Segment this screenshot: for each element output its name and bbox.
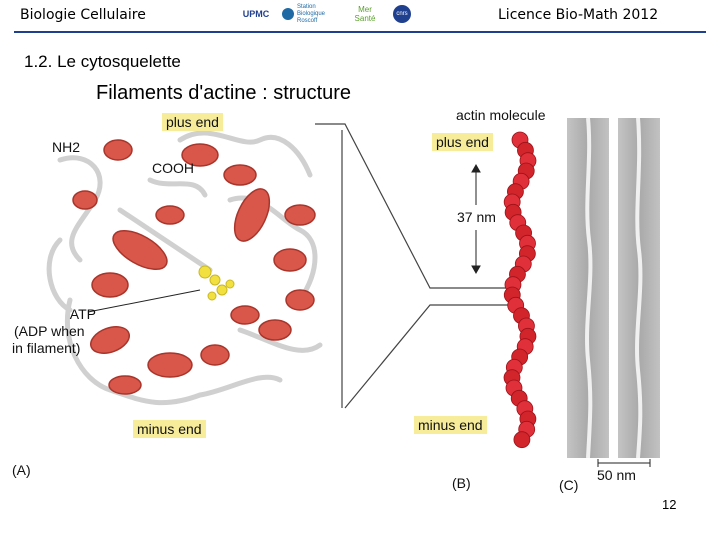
upmc-logo: UPMC <box>242 9 270 19</box>
actin-bead <box>513 431 531 449</box>
atp-label-line-1: ATP <box>69 306 96 322</box>
nh2-label: NH2 <box>52 139 81 155</box>
scale-bar <box>597 459 651 467</box>
actin-molecule-label: actin molecule <box>456 107 546 123</box>
mer-sante-logo: Mer Santé <box>354 5 376 23</box>
panel-a-plus-end-label: plus end <box>162 113 223 131</box>
scale-bar-label: 50 nm <box>597 467 636 483</box>
distance-marker <box>471 163 481 275</box>
station-biologique-logo: Station Biologique Roscoff <box>280 2 342 26</box>
distance-label: 37 nm <box>457 209 496 225</box>
cooh-label: COOH <box>152 160 194 176</box>
panel-b-plus-end-label: plus end <box>432 133 493 151</box>
slide-subtitle: Filaments d'actine : structure <box>96 82 352 104</box>
panel-a-label: (A) <box>12 462 31 478</box>
connector-lines <box>315 123 510 409</box>
atp-label-line-3: in filament) <box>12 340 81 356</box>
cnrs-logo: cnrs <box>388 2 416 26</box>
section-title: 1.2. Le cytosquelette <box>24 52 181 71</box>
panel-a-minus-end-label: minus end <box>133 420 206 438</box>
page-number: 12 <box>662 497 677 512</box>
panel-b-label: (B) <box>452 475 471 491</box>
panel-b-minus-end-label: minus end <box>414 416 487 434</box>
program-title: Licence Bio-Math 2012 <box>498 7 659 23</box>
actin-ribbon-structure <box>46 130 323 406</box>
header-rule <box>14 31 706 33</box>
actin-filament-model <box>503 131 537 449</box>
atp-label-line-2: (ADP when <box>14 323 85 339</box>
panel-c-label: (C) <box>559 477 579 493</box>
atp-molecule <box>198 265 235 301</box>
em-micrograph-left <box>567 117 609 459</box>
atp-label: ATP <box>38 306 96 323</box>
course-title: Biologie Cellulaire <box>20 7 146 23</box>
em-micrograph-right <box>618 117 660 459</box>
atp-leader-line <box>87 289 201 313</box>
